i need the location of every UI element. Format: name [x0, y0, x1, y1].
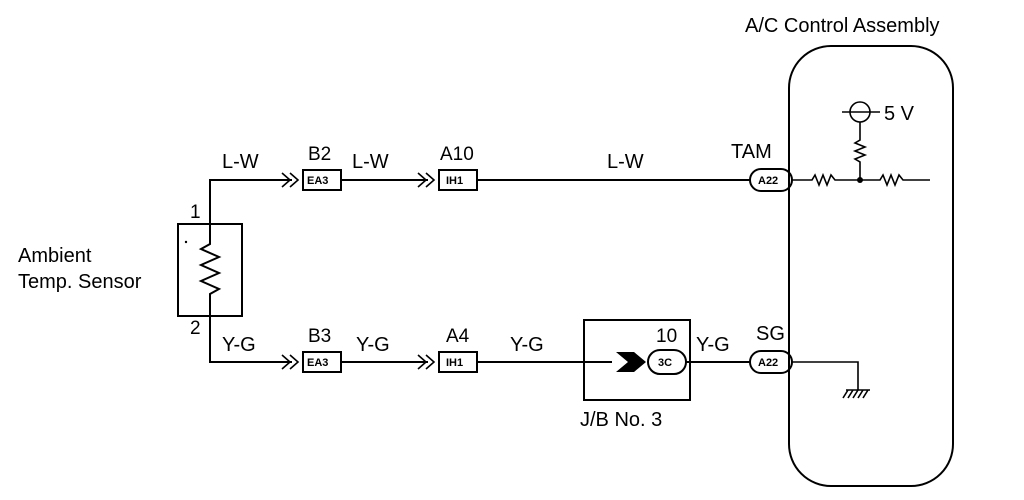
sensor-pin-2: 2: [190, 318, 201, 339]
connector-b2-label: B2: [308, 144, 331, 165]
connector-a4-code: IH1: [446, 357, 463, 369]
upper-wire-seg1: [209, 179, 292, 224]
control-assembly-body: [788, 45, 954, 487]
lower-chevron-b3: [281, 354, 300, 370]
upper-chevron-a10: [417, 172, 436, 188]
connector-a4-label: A4: [446, 326, 470, 347]
lower-wire-color-1: Y-G: [222, 334, 256, 356]
upper-chevron-b2: [281, 172, 300, 188]
sensor-dot: [184, 240, 188, 244]
lower-wire-seg1: [209, 316, 292, 363]
connector-b3-label: B3: [308, 326, 331, 347]
upper-wire-color-2: L-W: [352, 151, 389, 173]
junction-block-label: J/B No. 3: [580, 409, 662, 431]
sensor-label-line1: Ambient: [18, 245, 92, 267]
terminal-sg-name: SG: [756, 323, 785, 345]
ground-wire: [792, 361, 859, 390]
connector-b3-code: EA3: [307, 357, 328, 369]
terminal-sg-code: A22: [758, 357, 778, 369]
connector-a10-label: A10: [440, 144, 474, 165]
lower-chevron-a4: [417, 354, 436, 370]
lower-wire-color-4: Y-G: [696, 334, 730, 356]
terminal-tam-name: TAM: [731, 141, 772, 163]
junction-block-box: [583, 319, 691, 401]
lower-wire-color-2: Y-G: [356, 334, 390, 356]
junction-pin-code: 3C: [658, 357, 672, 369]
ground-icon: [842, 389, 870, 399]
terminal-tam-code: A22: [758, 175, 778, 187]
thermistor-symbol: [198, 224, 222, 316]
junction-connector-arrow-icon: [616, 352, 646, 372]
connector-a10-code: IH1: [446, 175, 463, 187]
supply-voltage: 5 V: [884, 103, 915, 125]
upper-wire-color-1: L-W: [222, 151, 259, 173]
connector-b2-code: EA3: [307, 175, 328, 187]
junction-pin-number: 10: [656, 326, 677, 347]
internal-resistor-left: [792, 172, 860, 188]
assembly-title: A/C Control Assembly: [745, 15, 940, 37]
upper-wire-color-3: L-W: [607, 151, 644, 173]
sensor-label-line2: Temp. Sensor: [18, 271, 142, 293]
lower-wire-color-3: Y-G: [510, 334, 544, 356]
sensor-pin-1: 1: [190, 202, 201, 223]
internal-resistor-pullup: [852, 122, 868, 180]
internal-resistor-right: [860, 172, 930, 188]
